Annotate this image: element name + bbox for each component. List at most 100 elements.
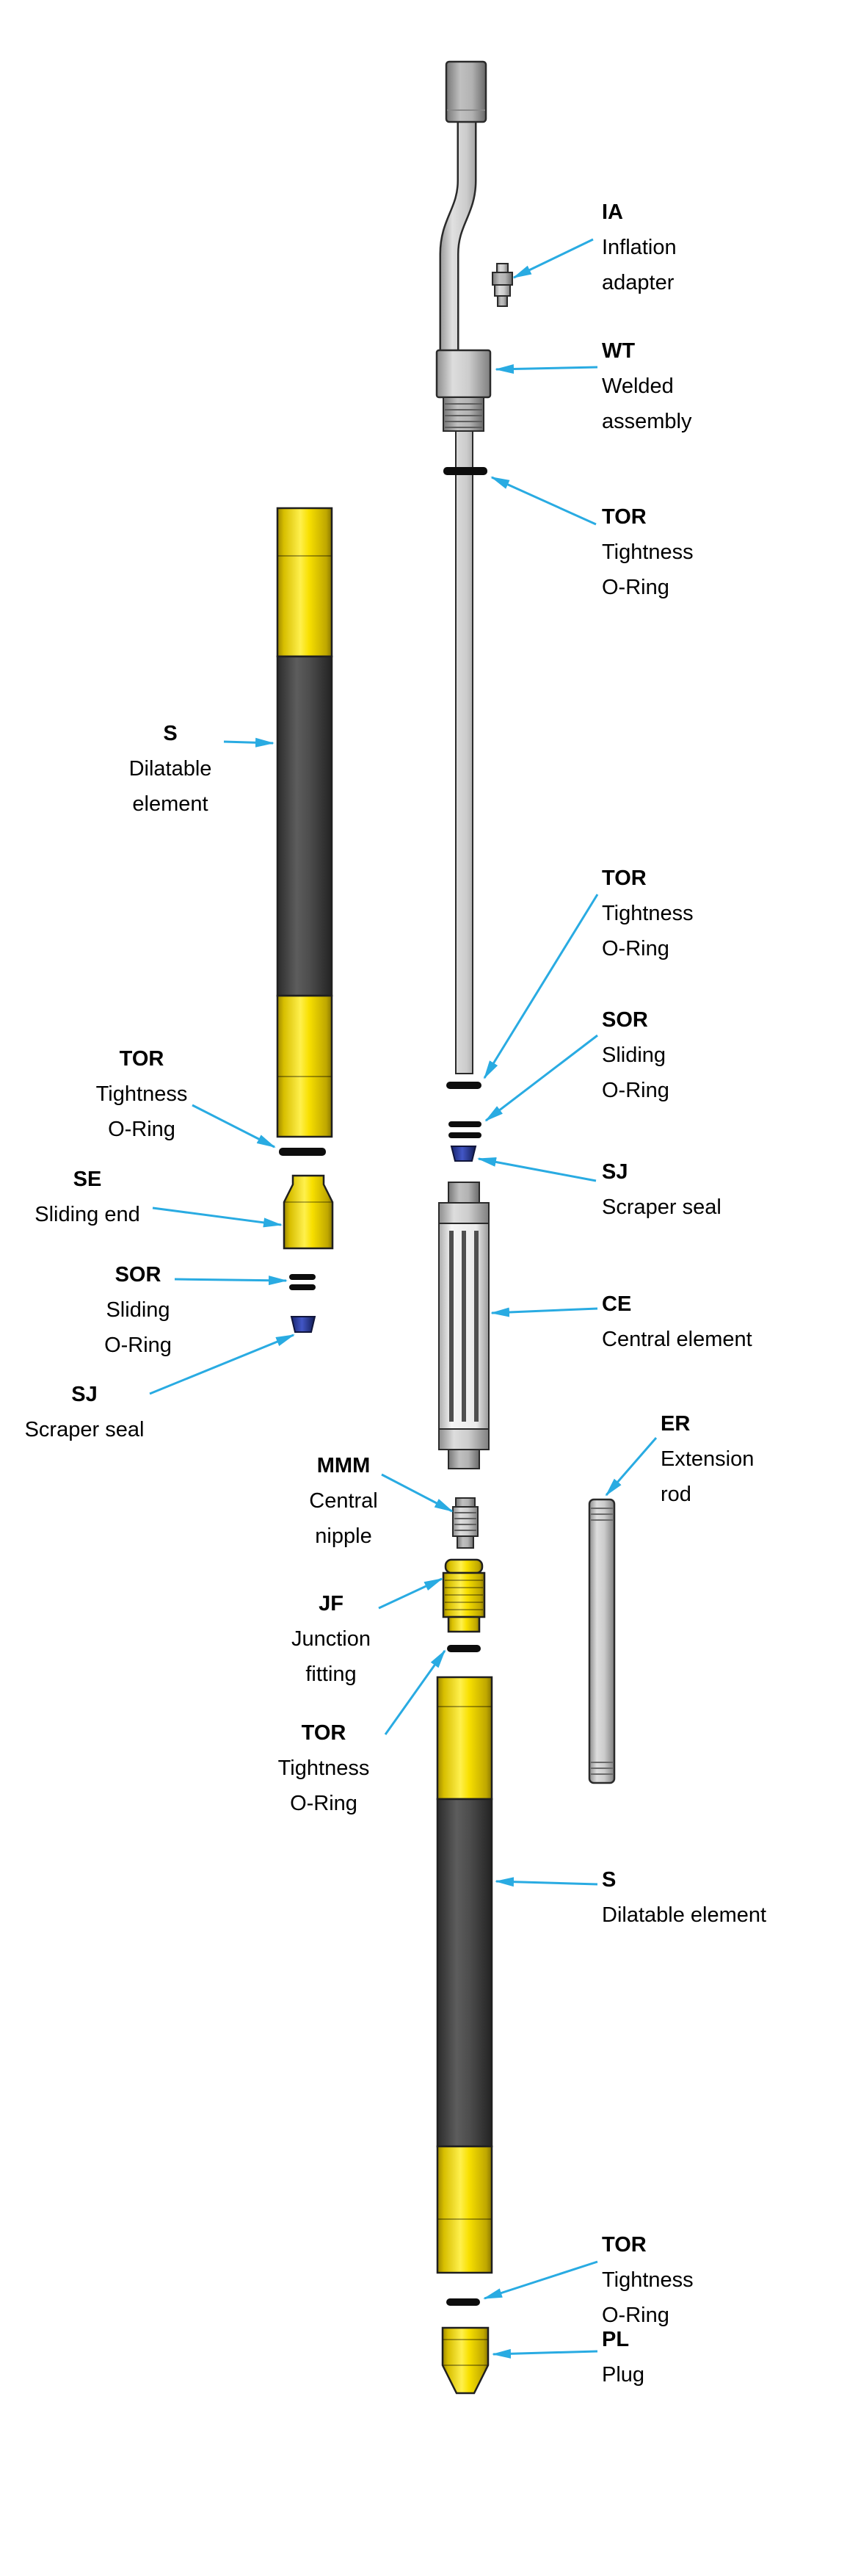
rod-thread-lines	[591, 1508, 613, 1775]
label-jf: JF Junction fitting	[228, 1586, 434, 1692]
label-tor-top-code: TOR	[602, 505, 647, 529]
se-leader-arrow	[152, 1206, 283, 1228]
adapter-body	[494, 284, 511, 297]
jf-thread-lines	[445, 1580, 483, 1610]
label-ia-desc-2: adapter	[602, 271, 675, 294]
dilatable-element-bottom	[436, 1676, 493, 2274]
label-ce: CE Central element	[602, 1287, 752, 1357]
element-bottom-yellow-head	[276, 994, 333, 1138]
tor-bottom-leader-arrow	[483, 2260, 598, 2300]
label-ia-code: IA	[602, 200, 623, 224]
label-tor-bottom-code: TOR	[602, 2233, 647, 2257]
label-s-right-desc-1: Dilatable element	[602, 1903, 767, 1927]
label-sj-left-code: SJ	[71, 1383, 98, 1406]
label-sor-left-desc-1: Sliding	[106, 1298, 170, 1322]
label-jf-desc-2: fitting	[305, 1663, 357, 1686]
element-rubber-body	[276, 655, 333, 997]
label-jf-desc-1: Junction	[291, 1627, 371, 1651]
label-tor-mid-desc-1: Tightness	[602, 902, 694, 925]
label-sj-right-desc-1: Scraper seal	[602, 1195, 721, 1219]
label-tor-top: TOR Tightness O-Ring	[602, 499, 694, 605]
sor-right-leader-arrow	[484, 1034, 598, 1122]
adapter-bottom-nub	[497, 295, 508, 307]
label-sj-right-code: SJ	[602, 1160, 628, 1184]
label-tor-mid-desc-2: O-Ring	[602, 937, 669, 960]
element-top-yellow-head	[276, 507, 333, 658]
inflation-tube	[439, 60, 487, 361]
inflation-tube-body	[441, 120, 475, 361]
label-tor-left: TOR Tightness O-Ring	[39, 1041, 244, 1147]
label-mmm-desc-2: nipple	[315, 1524, 372, 1548]
label-sor-right: SOR Sliding O-Ring	[602, 1002, 669, 1108]
inflation-adapter	[492, 263, 513, 307]
sliding-o-ring-right	[448, 1121, 481, 1138]
label-pl: PL Plug	[602, 2322, 644, 2392]
jf-leader-arrow	[378, 1577, 443, 1610]
label-sor-left-desc-2: O-Ring	[104, 1334, 172, 1357]
label-s-right-code: S	[602, 1868, 617, 1892]
label-jf-code: JF	[319, 1592, 343, 1616]
label-er-code: ER	[661, 1412, 691, 1436]
sliding-o-ring-band	[448, 1121, 481, 1127]
sj-left-leader-arrow	[149, 1334, 295, 1395]
scraper-seal-right	[450, 1146, 477, 1162]
s-left-leader-arrow	[223, 737, 275, 748]
plug	[441, 2326, 490, 2395]
label-pl-desc-1: Plug	[602, 2363, 645, 2387]
sliding-o-ring-band	[289, 1274, 316, 1280]
nipple-threaded-body	[452, 1506, 479, 1537]
label-tor-left-desc-1: Tightness	[95, 1082, 188, 1106]
label-ia-desc-1: Inflation	[602, 236, 677, 259]
o-ring-bottom	[446, 2298, 480, 2306]
label-tor-jf-code: TOR	[301, 1721, 346, 1745]
label-sor-right-code: SOR	[602, 1008, 648, 1032]
label-sor-right-desc-2: O-Ring	[602, 1079, 669, 1102]
label-tor-left-desc-2: O-Ring	[108, 1118, 175, 1141]
nipple-thread-lines	[454, 1512, 476, 1531]
jf-bottom	[447, 1616, 481, 1633]
label-tor-top-desc-2: O-Ring	[602, 576, 669, 599]
label-mmm-desc-1: Central	[309, 1489, 378, 1513]
nipple-bottom	[457, 1535, 474, 1549]
label-sj-left-desc-1: Scraper seal	[24, 1418, 145, 1441]
label-sj-right: SJ Scraper seal	[602, 1154, 721, 1225]
label-s-right: S Dilatable element	[602, 1862, 766, 1933]
label-tor-left-code: TOR	[119, 1047, 164, 1071]
sliding-o-ring-band	[289, 1284, 316, 1290]
label-sor-right-desc-1: Sliding	[602, 1043, 666, 1067]
ce-leader-arrow	[490, 1307, 598, 1317]
nipple-top	[455, 1497, 476, 1508]
sliding-end	[283, 1174, 334, 1250]
jf-top-band	[444, 1558, 484, 1574]
label-se-code: SE	[73, 1168, 102, 1191]
label-s-left-desc-2: element	[132, 792, 208, 816]
label-s-left-code: S	[163, 722, 178, 745]
o-ring-left	[279, 1148, 326, 1156]
o-ring-jf	[447, 1645, 481, 1652]
element-bottom-yellow-head	[436, 2145, 493, 2274]
adapter-collar	[492, 272, 513, 286]
sliding-o-ring-band	[448, 1132, 481, 1138]
label-tor-jf: TOR Tightness O-Ring	[221, 1715, 426, 1821]
plug-body	[441, 2326, 490, 2395]
label-sor-left-code: SOR	[114, 1263, 161, 1287]
label-tor-mid: TOR Tightness O-Ring	[602, 861, 694, 966]
wt-thread-lines	[445, 403, 482, 428]
sliding-end-body	[283, 1174, 334, 1250]
label-tor-jf-desc-1: Tightness	[277, 1756, 370, 1780]
welded-assembly	[435, 349, 492, 432]
element-top-yellow-head	[436, 1676, 493, 1801]
leader-arrows	[149, 238, 658, 2359]
er-leader-arrow	[605, 1437, 658, 1497]
central-element	[438, 1182, 490, 1469]
label-s-left: S Dilatable element	[68, 716, 273, 822]
sliding-o-ring-left	[289, 1274, 316, 1290]
element-rubber-body	[436, 1798, 493, 2148]
ce-top-collar	[448, 1182, 480, 1204]
label-er-desc-2: rod	[661, 1483, 691, 1506]
sj-right-leader-arrow	[477, 1157, 597, 1182]
label-ce-desc-1: Central element	[602, 1328, 752, 1351]
upper-tube	[455, 430, 473, 1074]
label-s-left-desc-1: Dilatable	[128, 757, 212, 781]
